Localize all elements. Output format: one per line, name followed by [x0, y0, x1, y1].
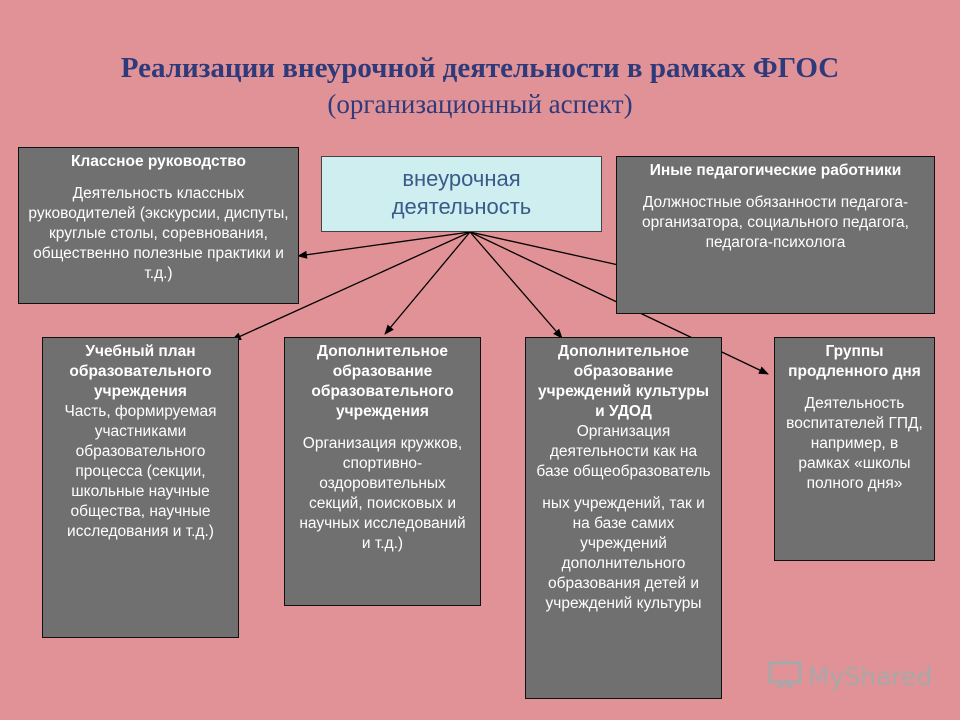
center-line-2: деятельность	[391, 194, 532, 219]
arrow-to-extra-education	[384, 231, 471, 335]
box-other-staff-title: Иные педагогические работники	[649, 162, 902, 179]
box-culture-udod-body-1: Организация деятельности как на базе общ…	[536, 423, 711, 480]
box-curriculum-title: Учебный план образовательного учреждения	[69, 343, 212, 400]
box-culture-udod-title: Дополнительное образование учреждений ку…	[538, 343, 709, 420]
arrow-to-class-management	[297, 231, 471, 259]
box-extra-education-title: Дополнительное образование образовательн…	[311, 343, 454, 420]
box-class-management: Классное руководство Деятельность классн…	[18, 147, 299, 304]
box-extra-education: Дополнительное образование образовательн…	[284, 337, 481, 606]
box-class-management-body: Деятельность классных руководителей (экс…	[28, 185, 289, 282]
box-culture-udod: Дополнительное образование учреждений ку…	[525, 337, 722, 699]
presentation-icon	[768, 659, 802, 694]
slide-title: Реализации внеурочной деятельности в рам…	[0, 52, 960, 120]
myshared-logo: MyShared	[768, 656, 932, 696]
box-other-staff: Иные педагогические работники Должностны…	[616, 156, 935, 314]
box-extra-education-body: Организация кружков, спортивно-оздоровит…	[299, 435, 466, 552]
box-extended-day-title: Группы продленного дня	[788, 343, 921, 380]
arrow-to-curriculum	[231, 231, 471, 341]
box-extended-day-body: Деятельность воспитателей ГПД, например,…	[786, 395, 923, 492]
arrow-to-other-staff	[469, 231, 633, 270]
title-subtitle: (организационный аспект)	[327, 89, 633, 119]
title-main: Реализации внеурочной деятельности в рам…	[120, 52, 840, 84]
box-curriculum: Учебный план образовательного учреждения…	[42, 337, 239, 638]
box-culture-udod-body-2: ных учреждений, так и на базе самих учре…	[542, 495, 705, 612]
arrow-to-culture-udod	[469, 231, 563, 339]
box-other-staff-body: Должностные обязанности педагога-организ…	[642, 194, 909, 251]
box-curriculum-body: Часть, формируемая участниками образоват…	[64, 403, 217, 540]
logo-text: MyShared	[808, 661, 933, 691]
center-line-1: внеурочная	[402, 166, 521, 191]
box-class-management-title: Классное руководство	[70, 153, 247, 170]
box-extended-day: Группы продленного дня Деятельность восп…	[774, 337, 935, 561]
center-box-extracurricular: внеурочная деятельность	[321, 156, 602, 232]
